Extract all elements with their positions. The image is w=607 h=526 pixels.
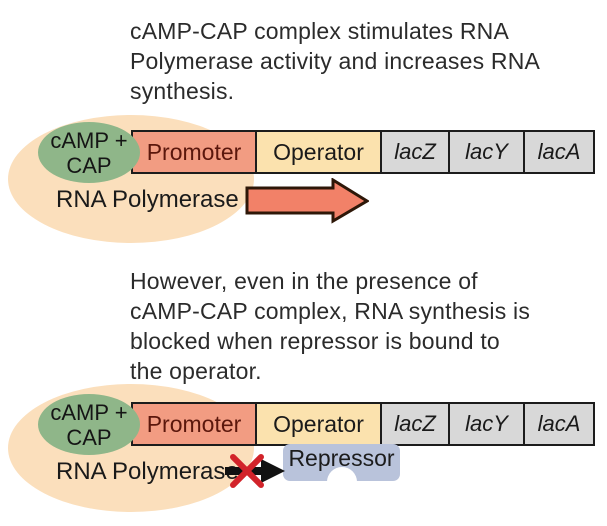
panel2-lacA-segment: lacA bbox=[523, 404, 593, 444]
panel1-camp-cap-complex: cAMP + CAP bbox=[38, 122, 140, 183]
caption-line: Polymerase activity and increases RNA bbox=[130, 48, 541, 74]
camp-cap-label-line1: cAMP + bbox=[50, 399, 128, 425]
panel1-operator-segment: Operator bbox=[255, 132, 380, 172]
caption-line: However, even in the presence of bbox=[130, 268, 478, 294]
caption-line: cAMP-CAP complex stimulates RNA bbox=[130, 18, 509, 44]
panel2-lacZ-segment: lacZ bbox=[380, 404, 448, 444]
repressor-notch bbox=[326, 467, 357, 481]
camp-cap-label-line2: CAP bbox=[66, 424, 112, 450]
panel1-caption: cAMP-CAP complex stimulates RNA Polymera… bbox=[130, 16, 540, 106]
camp-cap-label-line1: cAMP + bbox=[50, 127, 128, 153]
panel2-lacY-segment: lacY bbox=[448, 404, 523, 444]
camp-cap-label-line2: CAP bbox=[66, 152, 112, 178]
rna-synthesis-arrow-icon bbox=[245, 178, 369, 224]
panel2-operon-bar: Promoter Operator lacZ lacY lacA bbox=[131, 402, 595, 446]
repressor-label: Repressor bbox=[288, 445, 395, 471]
panel2-promoter-segment: Promoter bbox=[133, 404, 255, 444]
panel1-operon-bar: Promoter Operator lacZ lacY lacA bbox=[131, 130, 595, 174]
blocked-x-icon bbox=[230, 454, 264, 488]
panel1-promoter-segment: Promoter bbox=[133, 132, 255, 172]
panel1-rna-polymerase-label: RNA Polymerase bbox=[56, 186, 239, 213]
panel2-operator-segment: Operator bbox=[255, 404, 380, 444]
caption-line: synthesis. bbox=[130, 78, 235, 104]
caption-line: the operator. bbox=[130, 358, 262, 384]
panel2-repressor: Repressor bbox=[283, 444, 400, 481]
panel1-lacY-segment: lacY bbox=[448, 132, 523, 172]
panel1-lacZ-segment: lacZ bbox=[380, 132, 448, 172]
caption-line: cAMP-CAP complex, RNA synthesis is bbox=[130, 298, 531, 324]
panel2-rna-polymerase-label: RNA Polymerase bbox=[56, 458, 239, 485]
caption-line: blocked when repressor is bound to bbox=[130, 328, 500, 354]
panel1-lacA-segment: lacA bbox=[523, 132, 593, 172]
blocked-arrow-icon bbox=[225, 459, 285, 483]
panel2-caption: However, even in the presence of cAMP-CA… bbox=[130, 266, 530, 386]
panel2-camp-cap-complex: cAMP + CAP bbox=[38, 394, 140, 455]
